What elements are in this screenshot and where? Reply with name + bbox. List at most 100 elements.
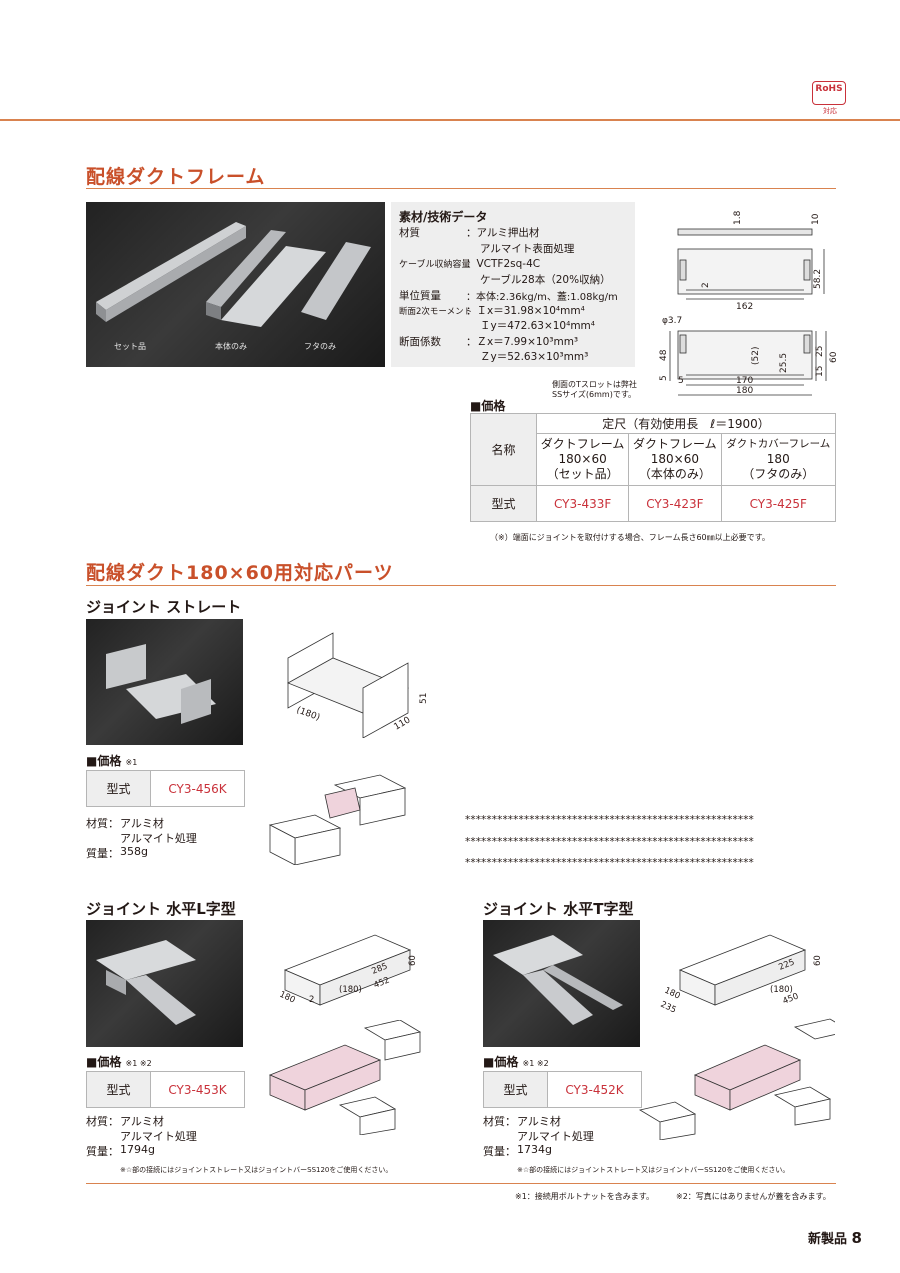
spec-value-moment1: ：Ｉx＝31.98×10⁴mm⁴: [466, 305, 585, 317]
photo-caption-set: セット品: [114, 342, 146, 351]
cross-section-drawing: 1.8 10 2 162 58.2 φ3.7 48 (52) 25.5 25 6…: [659, 210, 839, 396]
straight-model-label: 型式: [86, 770, 151, 807]
spec-value-mass: ：本体:2.36kg/m、蓋:1.08kg/m: [466, 292, 618, 303]
product-3-model: CY3-425F: [720, 485, 836, 522]
photo-caption-cover: フタのみ: [304, 342, 336, 351]
tshape-dim-180b: (180): [770, 985, 793, 995]
dim-162: 162: [736, 302, 753, 312]
tshape-photo: [483, 920, 640, 1047]
lshape-dim-60: 60: [408, 955, 418, 966]
dim-5a: 5: [659, 375, 669, 381]
tshape-price-table: 型式 CY3-452K: [483, 1071, 642, 1108]
footer-note-2: ※2：写真にはありませんが蓋を含みます。: [676, 1192, 831, 1201]
drawing-note-2: SSサイズ(6mm)です。: [552, 390, 637, 399]
lshape-price-heading: ■価格 ※1 ※2: [86, 1053, 152, 1070]
lshape-title: ジョイント 水平L字型: [86, 900, 236, 918]
dim-25-5: 25.5: [779, 353, 789, 373]
tshape-price-heading: ■価格 ※1 ※2: [483, 1053, 549, 1070]
spec-label-section-modulus: 断面係数: [399, 336, 441, 348]
straight-price-table: 型式 CY3-456K: [86, 770, 245, 807]
spec-heading: 素材/技術データ: [399, 210, 488, 224]
dim-10: 10: [811, 213, 821, 225]
product-3-name: ダクトカバーフレーム 180 （フタのみ）: [720, 433, 836, 486]
rohs-badge-bottom: 対応: [823, 107, 837, 115]
dim-170: 170: [736, 376, 753, 386]
spec-label-cable: ケーブル収納容量: [399, 260, 471, 270]
spec-value-section2: Ｚy＝52.63×10³mm³: [480, 351, 589, 363]
spec-value-moment2: Ｉy＝472.63×10⁴mm⁴: [480, 320, 595, 332]
product-1-model: CY3-433F: [535, 485, 630, 522]
straight-material2: アルマイト処理: [120, 832, 197, 845]
duct-frame-photo: セット品 本体のみ フタのみ: [86, 202, 385, 367]
lshape-photo: [86, 920, 243, 1047]
drawing-note-1: 側面のTスロットは弊社: [552, 380, 637, 389]
product-2-name-line3: （本体のみ）: [638, 467, 711, 481]
product-3-name-line1: ダクトカバーフレーム: [726, 438, 831, 450]
straight-price-heading: ■価格 ※1: [86, 752, 137, 769]
tshape-drawing: 180 235 (180) 225 450 60: [660, 934, 823, 1016]
page-label-text: 新製品: [808, 1232, 848, 1247]
spec-value-section1: ：Ｚx＝7.99×10³mm³: [466, 336, 579, 348]
dim-180: 180: [736, 386, 753, 396]
price-footnote: （※）端面にジョイントを取付けする場合、フレーム長さ60㎜以上必要です。: [490, 533, 770, 542]
rohs-badge-top: RoHS: [815, 84, 843, 94]
product-1-name-line1: ダクトフレーム: [540, 437, 625, 451]
price-table: 名称 定尺（有効使用長 ℓ＝1900） ダクトフレーム 180×60 （セット品…: [470, 413, 836, 522]
product-2-model: CY3-423F: [628, 485, 722, 522]
tshape-material1: アルミ材: [517, 1115, 561, 1128]
straight-title: ジョイント ストレート: [86, 598, 242, 616]
dim-58-2: 58.2: [813, 269, 823, 289]
asterisk-line-3: ****************************************…: [465, 857, 754, 869]
lshape-dim-2: 2: [309, 995, 314, 1005]
price-header-span: 定尺（有効使用長 ℓ＝1900）: [536, 413, 836, 434]
straight-photo: [86, 619, 243, 745]
tshape-dim-60: 60: [813, 955, 823, 966]
straight-dim-180: (180): [295, 705, 321, 723]
lshape-mass-label: 質量：: [86, 1145, 119, 1158]
lshape-price-note: ※1 ※2: [125, 1059, 152, 1068]
dim-52: (52): [751, 347, 761, 365]
section1-rule: [86, 188, 836, 189]
spec-value-cable2: ケーブル28本（20%収納）: [480, 274, 611, 286]
dim-2: 2: [701, 282, 711, 288]
product-2-name: ダクトフレーム 180×60 （本体のみ）: [628, 433, 722, 486]
straight-dim-51: 51: [419, 693, 429, 704]
section1-title: 配線ダクトフレーム: [86, 166, 266, 188]
straight-drawing: (180) 110 51: [287, 632, 429, 738]
product-1-name-line2: 180×60: [558, 452, 607, 466]
product-3-name-line2: 180: [766, 452, 790, 466]
product-2-name-line1: ダクトフレーム: [633, 437, 717, 451]
spec-label-moment: 断面2次モーメント: [399, 307, 473, 317]
price-name-label: 名称: [470, 413, 537, 486]
dim-phi-3-7: φ3.7: [662, 316, 682, 326]
straight-model: CY3-456K: [150, 770, 245, 807]
tshape-mass-label: 質量：: [483, 1145, 516, 1158]
spec-value-material2: アルマイト表面処理: [480, 243, 575, 255]
dim-5b: 5: [678, 376, 684, 386]
lshape-material-label: 材質：: [86, 1115, 119, 1128]
footer-rule: [86, 1183, 836, 1184]
section2-rule: [86, 585, 836, 586]
spec-value-cable: ：VCTF2sq-4C: [466, 258, 541, 270]
price-heading: ■価格: [470, 399, 506, 413]
dim-1-8: 1.8: [733, 210, 743, 225]
spec-box: [391, 202, 635, 367]
lshape-model-label: 型式: [86, 1071, 151, 1108]
dim-15: 15: [815, 366, 825, 377]
lshape-material2: アルマイト処理: [120, 1130, 197, 1143]
tshape-title: ジョイント 水平T字型: [483, 900, 634, 918]
straight-material-label: 材質：: [86, 817, 119, 830]
lshape-dim-180b: (180): [339, 985, 362, 995]
tshape-material2: アルマイト処理: [517, 1130, 594, 1143]
dim-60: 60: [829, 351, 839, 363]
lshape-joint-illustration: [96, 940, 196, 1025]
photo-caption-body: 本体のみ: [215, 342, 247, 351]
product-1-name: ダクトフレーム 180×60 （セット品）: [535, 433, 630, 486]
lshape-price-table: 型式 CY3-453K: [86, 1071, 245, 1108]
dim-48: 48: [659, 349, 669, 361]
section2-title: 配線ダクト180×60用対応パーツ: [86, 562, 394, 584]
product-1-name-line3: （セット品）: [546, 467, 619, 481]
lshape-model: CY3-453K: [150, 1071, 245, 1108]
duct-frame-illustration: [96, 222, 371, 327]
straight-price-note: ※1: [125, 758, 138, 767]
